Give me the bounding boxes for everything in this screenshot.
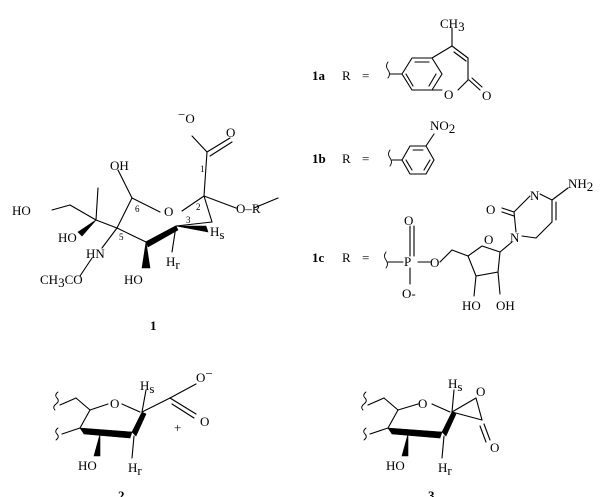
equals-1b: =: [362, 151, 369, 166]
label-1c: 1c: [312, 250, 325, 265]
equals-1c: =: [362, 250, 369, 265]
coumarin-ring-O: O: [444, 87, 453, 102]
label-1b: 1b: [312, 151, 326, 166]
glycosidic-O-R: O–R: [236, 201, 261, 216]
phosphate-O-link: O: [430, 255, 439, 270]
compound-2-number: 2: [118, 488, 125, 497]
c4-number: 4: [150, 236, 155, 246]
phosphate-O-minus: O-: [402, 286, 416, 301]
hs-label: Hs: [210, 224, 224, 242]
cytosine-N3: N: [530, 188, 540, 203]
ring-O: O: [164, 204, 173, 219]
cytosine-NH2: NH2: [568, 176, 593, 194]
ribose-ring-O: O: [484, 232, 493, 247]
c3-ring-O: O: [418, 396, 427, 411]
c2-ring-O: O: [110, 396, 119, 411]
c2-carbonyl-O: O: [200, 414, 209, 429]
compound-1-structure: [51, 135, 279, 277]
coumarin-structure: [386, 27, 483, 91]
ho-c9-label: HO: [12, 203, 31, 218]
ho-c8-label: HO: [58, 230, 77, 245]
c2-number: 2: [196, 202, 201, 212]
c3-hs: Hs: [448, 376, 462, 394]
compound-3-structure: [361, 389, 491, 459]
c1-carboxylate-O: −O: [178, 107, 195, 126]
c5-number: 5: [119, 232, 124, 242]
c2-carboxylate-O: O−: [196, 366, 213, 385]
c3-number: 3: [186, 215, 191, 225]
c3-ho: HO: [386, 458, 405, 473]
acetyl-label: CH3CO: [40, 272, 83, 290]
phosphorus: P: [404, 254, 411, 269]
cytosine-C2-O: O: [486, 202, 495, 217]
c6-number: 6: [135, 204, 140, 214]
c2-hr: Hr: [128, 460, 142, 478]
label-1a: 1a: [312, 68, 326, 83]
nitro-group: NO2: [430, 118, 455, 136]
coumarin-ch3: CH3: [440, 16, 465, 34]
c1-number: 1: [200, 164, 205, 174]
ribose-2-OH: OH: [496, 298, 515, 313]
c3-hr: Hr: [438, 460, 452, 478]
ho-c4-label: HO: [124, 272, 143, 287]
r-1a: R: [342, 68, 351, 83]
c3-epoxide-O: O: [476, 384, 485, 399]
oh-c7-label: OH: [110, 158, 129, 173]
c3-carbonyl-O: O: [490, 440, 499, 455]
compound-3-number: 3: [428, 488, 435, 497]
r-1b: R: [342, 151, 351, 166]
compound-2-structure: [53, 383, 197, 459]
nitrophenyl-structure: [388, 133, 435, 175]
ribose-3-OH: HO: [462, 298, 481, 313]
hr-label: Hr: [166, 254, 180, 272]
compound-1-number: 1: [150, 318, 157, 333]
c1-carbonyl-O: O: [226, 125, 235, 140]
coumarin-carbonyl-O: O: [482, 88, 491, 103]
c2-plus: +: [174, 420, 181, 435]
cmp-structure: [384, 187, 569, 297]
c2-ho: HO: [78, 458, 97, 473]
c2-hs: Hs: [140, 378, 154, 396]
r-1c: R: [342, 250, 351, 265]
cytosine-N1: N: [510, 230, 520, 245]
nh-label: HN: [86, 246, 105, 261]
equals-1a: =: [362, 68, 369, 83]
phosphate-O-top: O: [404, 213, 413, 228]
